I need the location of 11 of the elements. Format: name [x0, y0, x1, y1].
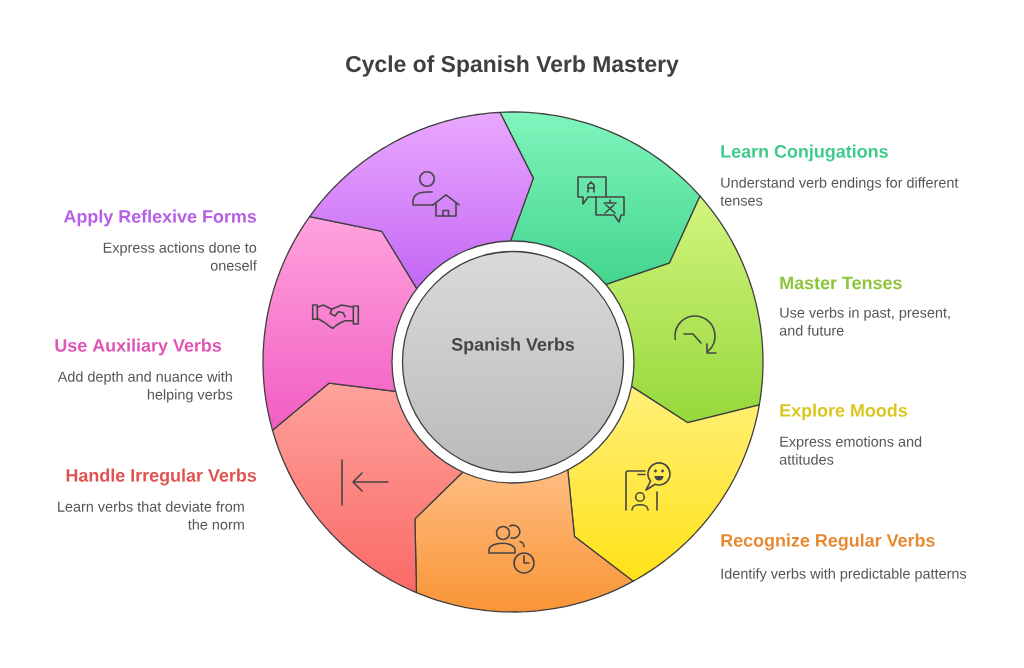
step-description: Understand verb endings for different tenses [720, 177, 959, 206]
step-heading: Handle Irregular Verbs [66, 468, 257, 486]
step-description: Identify verbs with predictable patterns [721, 568, 967, 582]
step-description: Add depth and nuance with helping verbs [57, 371, 233, 403]
title: Cycle of Spanish Verb Mastery [346, 55, 679, 77]
step-description: Express emotions and attitudes [779, 436, 922, 465]
step-heading: Use Auxiliary Verbs [55, 338, 222, 356]
step-heading: Learn Conjugations [721, 144, 888, 162]
step-description: Use verbs in past, present, and future [779, 307, 950, 336]
step-heading: Explore Moods [780, 403, 907, 421]
step-heading: Recognize Regular Verbs [721, 533, 935, 551]
